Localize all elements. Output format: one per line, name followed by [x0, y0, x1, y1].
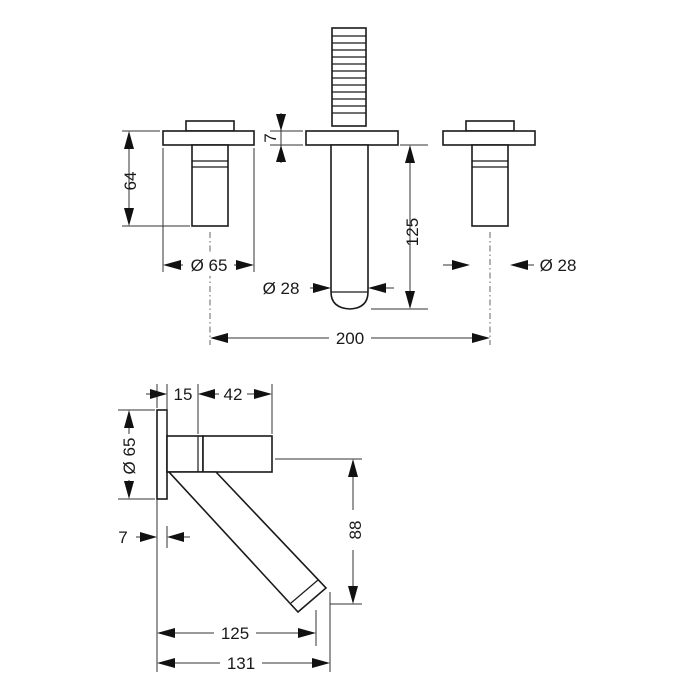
dim-right-diameter: Ø 28 [443, 256, 576, 275]
right-valve-handle-cap [465, 120, 515, 132]
dim-reach-outer-label: 131 [227, 654, 255, 673]
dim-spout-height-label: 125 [403, 218, 422, 246]
dim-wall-gap: 7 [118, 499, 190, 640]
dim-reach-inner-label: 125 [221, 624, 249, 643]
top-view: 64 Ø 65 7 125 [121, 27, 576, 350]
side-spout-tip-line [290, 579, 319, 604]
dim-reach-inner: 125 [157, 610, 317, 646]
dim-spout-flange: 7 [261, 113, 303, 163]
side-spout [167, 471, 328, 614]
dim-spacing: 200 [210, 328, 490, 350]
side-view: 15 42 Ø 65 7 [118, 384, 365, 673]
dim-side-diameter-label: Ø 65 [120, 438, 139, 475]
hand-shower-grip [331, 27, 367, 127]
dim-reach-outer: 131 [156, 592, 331, 673]
spout-body [330, 144, 369, 310]
dim-drop: 88 [275, 458, 365, 605]
dim-spout-height: 125 [371, 144, 428, 310]
spout-flange [305, 130, 399, 146]
dim-left-diameter-label: Ø 65 [191, 256, 228, 275]
left-valve-flange [162, 130, 255, 146]
left-valve-body [191, 144, 229, 227]
right-valve-body [471, 144, 509, 227]
dim-wall-gap-label: 7 [118, 528, 127, 547]
right-valve [442, 120, 536, 227]
dim-left-diameter: Ø 65 [162, 148, 255, 276]
side-flange [156, 409, 168, 500]
right-valve-flange [442, 130, 536, 146]
dim-offsets: 15 42 [146, 384, 273, 434]
left-valve [162, 120, 255, 227]
dim-spout-diameter-label: Ø 28 [263, 279, 300, 298]
dim-body-length-label: 42 [224, 385, 243, 404]
side-handle-body [202, 435, 273, 473]
dim-left-height-label: 64 [121, 172, 140, 191]
dim-flange-offset-label: 15 [174, 385, 193, 404]
left-valve-handle-cap [185, 120, 235, 132]
dim-side-diameter: Ø 65 [118, 409, 155, 500]
hand-shower-ribs [332, 35, 366, 114]
dim-left-height: 64 [121, 130, 190, 227]
side-connector [166, 435, 204, 473]
dim-spacing-label: 200 [336, 329, 364, 348]
dim-right-diameter-label: Ø 28 [540, 256, 577, 275]
dim-drop-label: 88 [346, 521, 365, 540]
dim-spout-flange-label: 7 [261, 133, 280, 142]
dim-spout-diameter: Ø 28 [263, 279, 394, 298]
spout [305, 27, 399, 310]
